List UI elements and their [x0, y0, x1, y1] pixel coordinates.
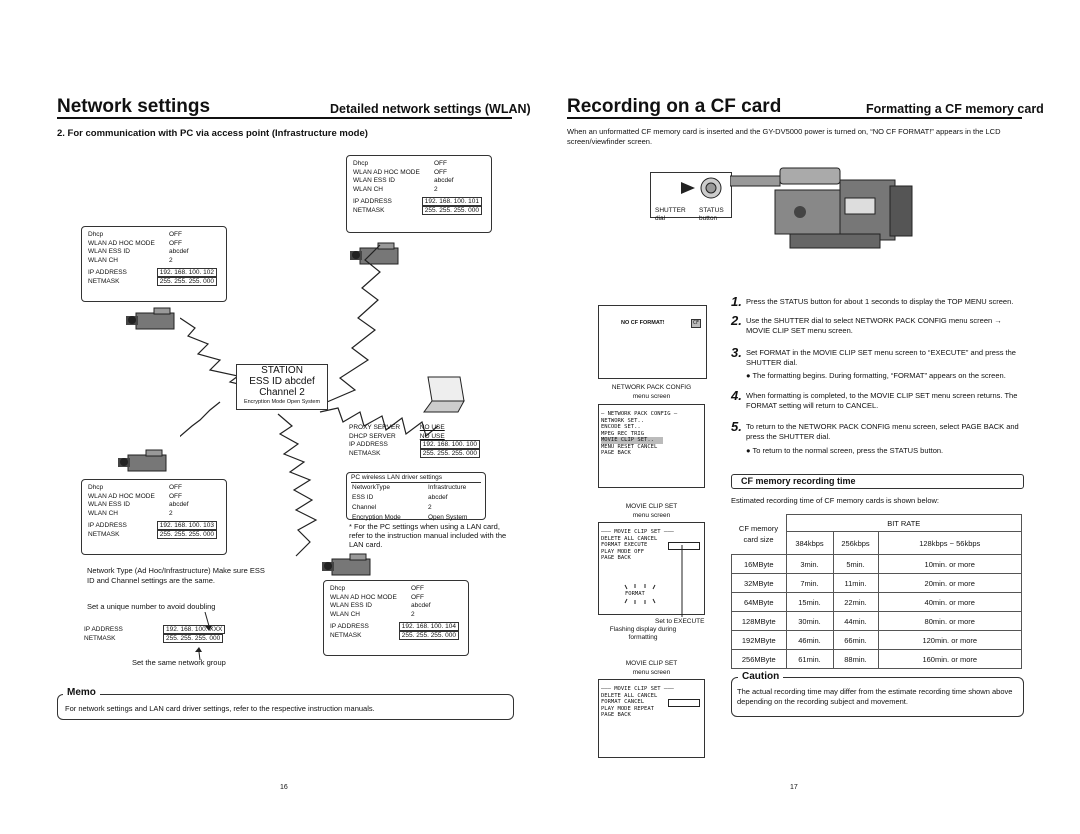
- pointer-line: [681, 545, 683, 617]
- caption-movie-clip: MOVIE CLIP SET: [625, 503, 678, 510]
- caution-text: The actual recording time may differ fro…: [737, 687, 1013, 706]
- lcd-screen-no-format: NO CF FORMAT! CF: [598, 305, 707, 379]
- page-number-right: 17: [790, 784, 798, 791]
- camera-icon: [126, 307, 175, 330]
- access-point-station: STATION ESS ID abcdef Channel 2 Encrypti…: [236, 364, 328, 410]
- status-sub: button: [699, 215, 718, 222]
- shutter-sub: dial: [655, 215, 666, 222]
- cf-time-intro: Estimated recording time of CF memory ca…: [731, 496, 939, 505]
- page-number-left: 16: [280, 784, 288, 791]
- camera-icon: [118, 449, 167, 472]
- flashing-display-note: Flashing display during formatting: [609, 626, 677, 641]
- caption-network-pack-sub: menu screen: [632, 393, 671, 400]
- step-text: Press the STATUS button for about 1 seco…: [746, 297, 1014, 306]
- step-subtext: ● To return to the normal screen, press …: [746, 446, 944, 455]
- arrow-icons: [195, 612, 212, 661]
- intro-text: When an unformatted CF memory card is in…: [567, 127, 1001, 146]
- left-page-title: Network settings: [57, 96, 211, 117]
- caption-movie-clip-2-sub: menu screen: [632, 669, 671, 676]
- camera-icon: [350, 242, 399, 265]
- step-number: 3.: [731, 345, 742, 360]
- shutter-label: SHUTTER: [655, 207, 686, 214]
- step-subtext: ● The formatting begins. During formatti…: [746, 371, 1006, 380]
- memo-title: Memo: [63, 687, 100, 698]
- lcd-screen-network-pack-config: — NETWORK PACK CONFIG — NETWORK SET.. EN…: [598, 404, 705, 488]
- camera-icon: [322, 553, 371, 576]
- table-col-header: 384kbps: [785, 531, 834, 555]
- caption-movie-clip-sub: menu screen: [632, 512, 671, 519]
- flash-lines-icon: [624, 584, 656, 604]
- pc-note: * For the PC settings when using a LAN c…: [349, 522, 507, 549]
- step-number: 1.: [731, 294, 742, 309]
- unique-number-note: Set a unique number to avoid doubling: [87, 602, 216, 611]
- right-page-title: Recording on a CF card: [567, 96, 782, 117]
- step-number: 5.: [731, 419, 742, 434]
- network-type-note: Network Type (Ad Hoc/Infrastructure) Mak…: [87, 566, 265, 585]
- step-text: When formatting is completed, to the MOV…: [746, 391, 1018, 410]
- shutter-dial-icon: [681, 177, 722, 199]
- right-title-rule: [567, 117, 1022, 119]
- caution-title: Caution: [738, 671, 784, 682]
- step-text: Use the SHUTTER dial to select NETWORK P…: [746, 316, 1002, 335]
- caption-movie-clip-2: MOVIE CLIP SET: [625, 660, 678, 667]
- control-callout-box: [650, 172, 732, 218]
- cf-time-title: CF memory recording time: [741, 476, 856, 486]
- memo-text: For network settings and LAN card driver…: [65, 704, 375, 713]
- step-text: Set FORMAT in the MOVIE CLIP SET menu sc…: [746, 348, 1016, 367]
- section-heading: 2. For communication with PC via access …: [57, 128, 368, 139]
- table-col-header: 128kbps ~ 56kbps: [877, 531, 1022, 555]
- left-title-rule: [57, 117, 512, 119]
- step-number: 4.: [731, 388, 742, 403]
- set-to-execute-note: Set to EXECUTE: [655, 618, 705, 625]
- table-col-header: 256kbps: [832, 531, 879, 555]
- step-text: To return to the NETWORK PACK CONFIG men…: [746, 422, 1019, 441]
- step-number: 2.: [731, 313, 742, 328]
- cf-time-title-box: [731, 474, 1024, 489]
- pc-driver-settings: PC wireless LAN driver settings NetworkT…: [346, 472, 486, 521]
- status-label: STATUS: [699, 207, 724, 214]
- wireless-signal-lines: [180, 244, 439, 557]
- table-header-bitrate: BIT RATE: [785, 514, 1022, 532]
- camcorder-illustration: [730, 167, 913, 249]
- lcd-screen-movie-clip-cancel: ——— MOVIE CLIP SET ——— DELETE ALL CANCEL…: [598, 679, 705, 758]
- same-group-note: Set the same network group: [132, 658, 226, 667]
- left-page-subtitle: Detailed network settings (WLAN): [330, 102, 531, 116]
- caption-network-pack: NETWORK PACK CONFIG: [611, 384, 692, 391]
- lcd-screen-movie-clip-execute: ——— MOVIE CLIP SET ——— DELETE ALL CANCEL…: [598, 522, 705, 615]
- caution-box: [731, 677, 1024, 717]
- right-page-subtitle: Formatting a CF memory card: [866, 102, 1044, 116]
- laptop-icon: [423, 376, 465, 413]
- memo-box: [57, 694, 514, 720]
